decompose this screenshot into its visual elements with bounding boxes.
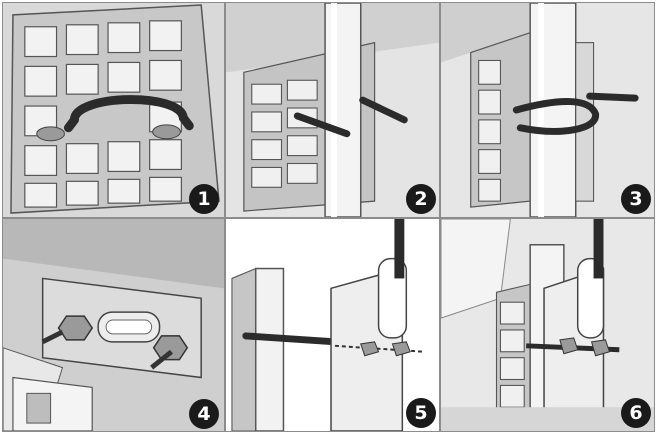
- step-4-panel: 4: [2, 218, 225, 432]
- step-number-badge: 1: [189, 184, 219, 214]
- step-1-panel: 1: [2, 2, 225, 218]
- u-bolt-through-grid-icon: [3, 3, 224, 217]
- step-2-panel: 2: [225, 2, 440, 218]
- u-bolt-around-mast-icon: [226, 3, 439, 217]
- mount-bracket-icon: [226, 219, 439, 431]
- step-5-panel: 5: [225, 218, 440, 432]
- nuts-on-bracket-icon: [3, 219, 224, 431]
- step-number-badge: 3: [621, 184, 651, 214]
- bracket-mounted-icon: [441, 219, 654, 431]
- step-number-badge: 6: [621, 398, 651, 428]
- step-number-badge: 4: [189, 399, 219, 429]
- step-number-badge: 5: [406, 398, 436, 428]
- step-number-badge: 2: [406, 184, 436, 214]
- u-bolt-inserted-icon: [441, 3, 654, 217]
- step-3-panel: 3: [440, 2, 655, 218]
- step-6-panel: 6: [440, 218, 655, 432]
